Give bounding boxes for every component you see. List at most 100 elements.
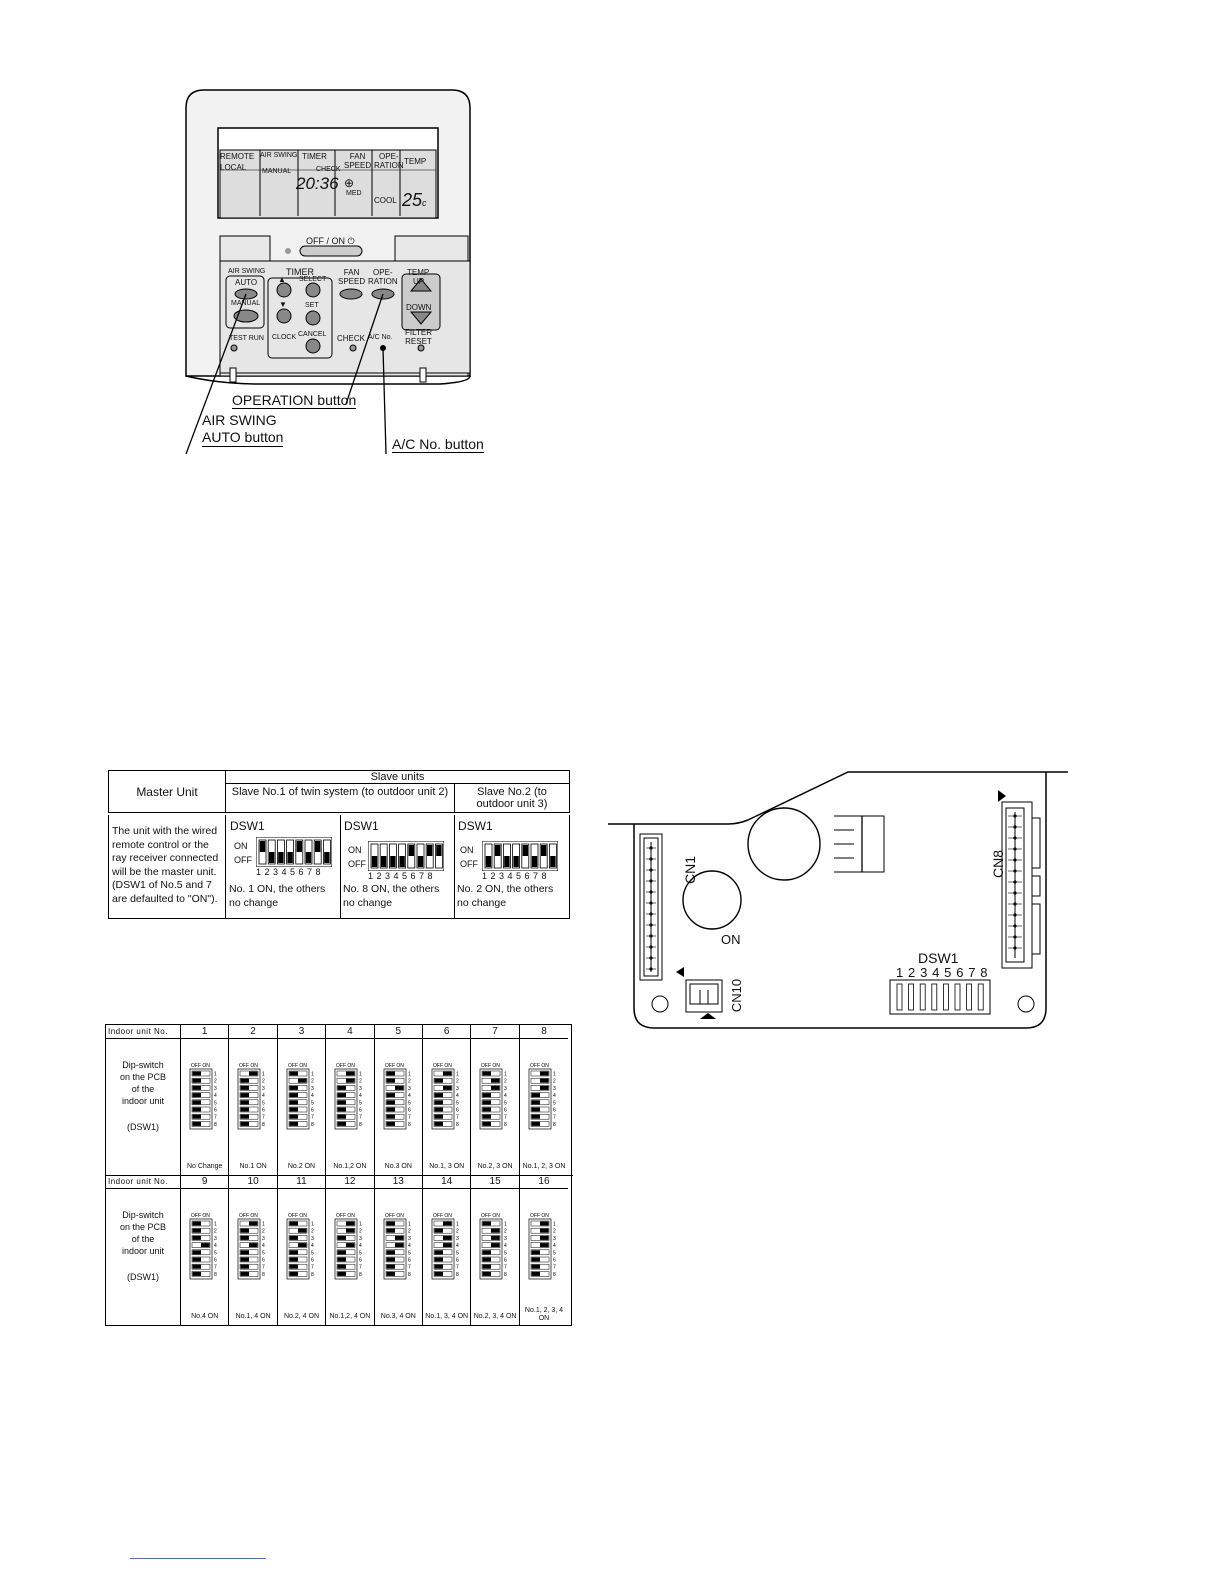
dip-lever <box>531 1264 540 1269</box>
dip-number: 4 <box>359 1093 362 1099</box>
dip-number: 4 <box>359 1243 362 1249</box>
dip-number: 2 <box>311 1079 314 1085</box>
dip-caption: No.1,2 ON <box>333 1163 367 1170</box>
filter-reset-button[interactable]: FILTER RESET <box>405 328 432 346</box>
dip-number: 6 <box>359 1108 362 1114</box>
dip-number: 6 <box>214 1108 217 1114</box>
dip-lever <box>434 1271 443 1276</box>
off-on-header: OFF ON <box>385 1213 404 1219</box>
dip-number: 1 <box>456 1072 459 1078</box>
dip-number: 3 <box>504 1236 507 1242</box>
dip-number: 5 <box>504 1100 507 1106</box>
row-label-line: of the <box>131 1234 155 1244</box>
lcd-operation: OPE- RATION <box>374 152 404 170</box>
dip-lever <box>434 1107 443 1112</box>
dip-number: 3 <box>456 1086 459 1092</box>
dip-lever <box>289 1257 298 1262</box>
dip-lever <box>539 1228 549 1233</box>
dip-number: 7 <box>456 1265 459 1271</box>
dip-lever <box>482 1271 492 1276</box>
dip-number: 1 <box>214 1222 217 1228</box>
dip-number: 6 <box>408 1258 411 1264</box>
dip-number: 5 <box>311 1100 314 1106</box>
dip-number: 8 <box>359 1122 362 1128</box>
temp-down-button[interactable]: DOWN <box>406 303 432 312</box>
lcd-ope-label: OPE- <box>379 152 399 161</box>
dip-lever <box>192 1228 201 1233</box>
dip-number: 4 <box>504 1093 507 1099</box>
temp-up-button[interactable]: UP <box>413 277 425 286</box>
dip-lever <box>346 1243 355 1248</box>
select-button[interactable]: SELECT <box>299 276 327 283</box>
dip-number: 2 <box>359 1229 362 1235</box>
dip-lever <box>482 1100 492 1105</box>
off-on-header: OFF ON <box>385 1063 404 1069</box>
dip-number: 3 <box>504 1086 507 1092</box>
row-label-line: (DSW1) <box>127 1122 159 1132</box>
dip-number: 5 <box>262 1100 265 1106</box>
dip-number: 2 <box>504 1079 507 1085</box>
dip-lever <box>337 1114 347 1119</box>
off-on-header: OFF ON <box>530 1213 549 1219</box>
operation-button[interactable]: OPE- RATION <box>368 268 398 286</box>
dip-lever <box>289 1114 298 1119</box>
off-on-header: OFF ON <box>191 1213 210 1219</box>
dip-number: 8 <box>262 1272 265 1278</box>
dip-number: 2 <box>359 1079 362 1085</box>
dip-caption: No.2, 3 ON <box>477 1163 513 1170</box>
dip-lever <box>386 1100 395 1105</box>
dip-lever <box>240 1271 250 1276</box>
dip-number: 6 <box>456 1108 459 1114</box>
dip-lever <box>434 1114 443 1119</box>
ac-no-button[interactable]: A/C No. <box>368 334 393 341</box>
dip-number: 1 <box>553 1072 556 1078</box>
lcd-temp-number: 25 <box>402 190 423 210</box>
timer-label: TIMER <box>286 267 314 277</box>
dip-number: 7 <box>262 1115 265 1121</box>
dip-toggle-lever <box>324 852 330 863</box>
footer-divider <box>130 1558 266 1559</box>
dip-number: 8 <box>311 1272 314 1278</box>
dip-number: 2 <box>262 1229 265 1235</box>
dip-number: 3 <box>553 1086 556 1092</box>
dip-caption: No.1 ON <box>239 1163 267 1170</box>
manual-button[interactable]: MANUAL <box>231 300 261 307</box>
row-divider <box>106 1175 573 1176</box>
dip-toggle-lever <box>504 856 510 867</box>
dip-toggle-lever <box>485 856 492 867</box>
dip-lever <box>386 1250 395 1255</box>
dip-lever <box>443 1221 452 1226</box>
dip-number: 7 <box>214 1115 217 1121</box>
test-run-button[interactable]: TEST RUN <box>229 335 264 342</box>
dip-number: 7 <box>408 1265 411 1271</box>
dip-lever <box>192 1235 201 1240</box>
dip-lever <box>249 1071 258 1076</box>
auto-button[interactable]: AUTO <box>235 278 258 287</box>
slave1-header: Slave No.1 of twin system (to outdoor un… <box>225 783 455 813</box>
cancel-button[interactable]: CANCEL <box>298 331 327 338</box>
on-position-label: ON <box>721 932 741 947</box>
check-button[interactable]: CHECK <box>337 334 366 343</box>
speed-button-label: SPEED <box>338 277 366 286</box>
dip-lever <box>434 1093 443 1098</box>
dip-lever <box>346 1221 355 1226</box>
off-on-header: OFF ON <box>239 1063 258 1069</box>
reset-label: RESET <box>405 337 432 346</box>
clock-button[interactable]: CLOCK <box>272 334 297 341</box>
dip-lever <box>337 1235 347 1240</box>
off-on-header: OFF ON <box>191 1063 210 1069</box>
dip-toggle-lever <box>531 856 538 867</box>
indoor-unit-number: 11 <box>277 1175 327 1189</box>
off-on-button[interactable]: OFF / ON ⏻ <box>306 236 355 247</box>
set-button[interactable]: SET <box>305 302 319 309</box>
dip-number: 5 <box>553 1100 556 1106</box>
fan-speed-button[interactable]: FAN SPEED <box>338 268 365 286</box>
